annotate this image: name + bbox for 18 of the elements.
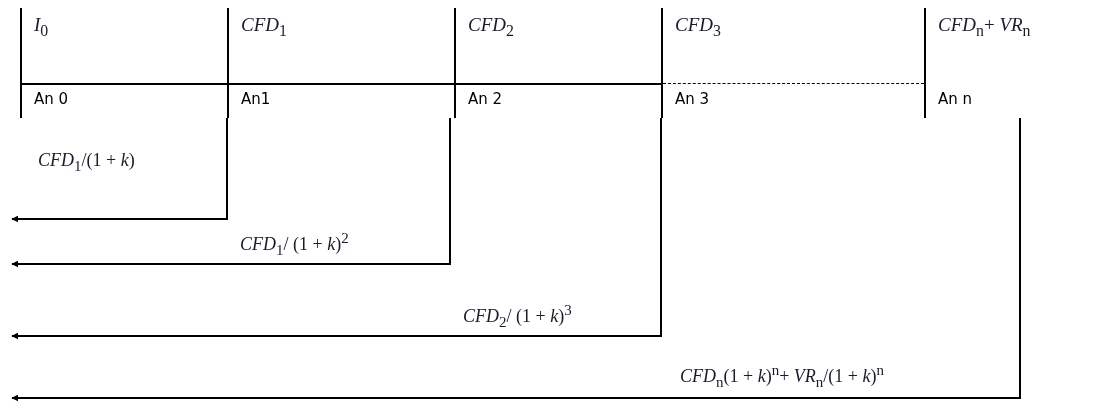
year-label: An n: [938, 90, 973, 108]
cash-flow-formula: CFD$_{3}$: [675, 14, 721, 40]
year-label: An1: [241, 90, 271, 108]
timeline-column: [20, 8, 227, 118]
timeline-column: [227, 8, 454, 118]
discount-arrow: [11, 117, 1021, 402]
discount-arrow: [11, 117, 451, 268]
cash-flow-formula: CFD$_{n}$+ VR$_{n}$: [938, 14, 1031, 40]
year-label: An 3: [675, 90, 710, 108]
discount-arrow: [11, 117, 228, 223]
discount-arrow: [11, 117, 662, 340]
timeline-column: [454, 8, 661, 118]
cash-flow-formula: I$_{0}$: [34, 14, 49, 40]
year-label: An 2: [468, 90, 503, 108]
cash-flow-formula: CFD$_{2}$: [468, 14, 514, 40]
timeline-column: [661, 8, 924, 118]
cash-flow-formula: CFD$_{1}$: [241, 14, 287, 40]
year-label: An 0: [34, 90, 69, 108]
